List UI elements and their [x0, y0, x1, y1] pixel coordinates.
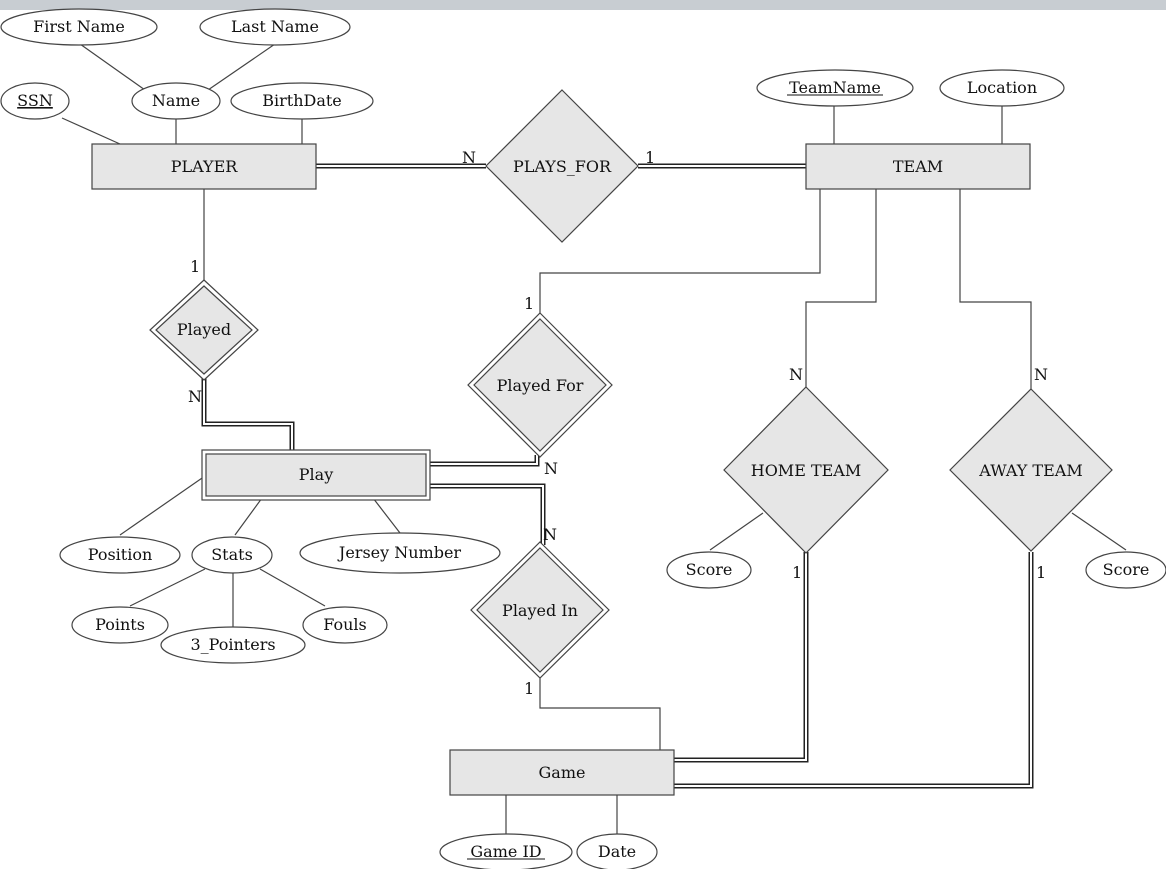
svg-text:Fouls: Fouls [323, 615, 367, 634]
attribute-jersey-number: Jersey Number [299, 532, 501, 574]
attribute-teamname-key: TeamName [756, 69, 914, 107]
cardinality-play-played: N [188, 387, 202, 406]
cardinality-play-played-for: N [544, 459, 558, 478]
svg-text:Played In: Played In [502, 601, 578, 620]
svg-text:Played: Played [177, 320, 231, 339]
cardinality-labels: N 1 1 N 1 N N 1 N 1 N 1 [188, 148, 1048, 698]
relationship-away-team: AWAY TEAM [949, 388, 1113, 552]
attribute-first-name: First Name [0, 8, 158, 46]
identifying-relationship-played-in: Played In [470, 541, 610, 679]
connector-awayteam-score [1071, 512, 1127, 551]
identifying-relationship-played-for: Played For [467, 312, 613, 458]
svg-text:AWAY TEAM: AWAY TEAM [978, 461, 1082, 480]
svg-text:Stats: Stats [211, 545, 253, 564]
connector-team-playedfor [539, 189, 821, 317]
cardinality-game-played-in: 1 [524, 679, 534, 698]
connector-playedin-game [539, 678, 661, 750]
attribute-away-score: Score [1085, 551, 1166, 589]
connector-play-position [119, 475, 206, 536]
attribute-fouls: Fouls [302, 606, 388, 644]
svg-text:BirthDate: BirthDate [262, 91, 342, 110]
window-top-bar [0, 0, 1166, 10]
entity-game: Game [449, 749, 675, 796]
svg-text:SSN: SSN [17, 91, 53, 110]
attribute-stats: Stats [191, 536, 273, 574]
cardinality-game-away: 1 [1036, 563, 1046, 582]
attribute-birthdate: BirthDate [230, 82, 374, 120]
attribute-home-score: Score [666, 551, 752, 589]
connector-play-stats [234, 497, 263, 536]
cardinality-game-home: 1 [792, 563, 802, 582]
svg-text:Last Name: Last Name [231, 17, 319, 36]
attribute-game-id-key: Game ID [439, 833, 573, 869]
attribute-date: Date [576, 833, 658, 869]
connector-hometeam-score [709, 512, 764, 551]
connectors [61, 43, 1127, 835]
svg-text:Game: Game [539, 763, 586, 782]
svg-text:Position: Position [88, 545, 153, 564]
connector-firstname-name [79, 43, 146, 91]
relationship-plays-for: PLAYS_FOR [485, 89, 639, 243]
cardinality-team-away: N [1034, 365, 1048, 384]
svg-text:TEAM: TEAM [893, 157, 943, 176]
svg-text:PLAYER: PLAYER [171, 157, 239, 176]
relationship-home-team: HOME TEAM [723, 386, 889, 554]
weak-entity-play: Play [201, 449, 431, 501]
svg-text:Jersey Number: Jersey Number [337, 543, 462, 562]
svg-text:PLAYS_FOR: PLAYS_FOR [513, 157, 612, 176]
svg-text:Location: Location [967, 78, 1037, 97]
cardinality-team-home: N [789, 365, 803, 384]
svg-text:Points: Points [95, 615, 145, 634]
connector-stats-fouls [259, 568, 326, 607]
svg-text:First Name: First Name [33, 17, 125, 36]
connector-ssn-player [61, 117, 121, 145]
double-connectors [201, 163, 1034, 789]
cardinality-player-plays-for: N [462, 148, 476, 167]
attribute-name: Name [131, 82, 221, 120]
connector-team-hometeam [805, 189, 877, 387]
entity-team: TEAM [805, 143, 1031, 190]
svg-text:Played For: Played For [497, 376, 584, 395]
svg-text:Score: Score [1103, 560, 1150, 579]
connector-play-jersey [372, 497, 401, 534]
connector-lastname-name [207, 43, 276, 91]
svg-text:Date: Date [598, 842, 636, 861]
identifying-relationship-played: Played [149, 279, 259, 381]
svg-text:Game ID: Game ID [470, 842, 541, 861]
connector-stats-points [129, 568, 206, 607]
cardinality-team-played-for: 1 [524, 294, 534, 313]
connector-team-awayteam [959, 189, 1032, 389]
attribute-position: Position [59, 536, 181, 574]
svg-text:3_Pointers: 3_Pointers [190, 635, 275, 654]
svg-text:TeamName: TeamName [789, 78, 881, 97]
svg-text:Play: Play [299, 465, 333, 484]
attribute-points: Points [71, 606, 169, 644]
attribute-ssn-key: SSN [0, 82, 70, 120]
svg-text:HOME TEAM: HOME TEAM [751, 461, 862, 480]
cardinality-play-played-in: N [543, 525, 557, 544]
attribute-location: Location [939, 69, 1065, 107]
cardinality-player-played: 1 [190, 257, 200, 276]
attribute-3-pointers: 3_Pointers [160, 626, 306, 664]
cardinality-team-plays-for: 1 [645, 148, 655, 167]
entity-player: PLAYER [91, 143, 317, 190]
svg-text:Score: Score [686, 560, 733, 579]
svg-text:Name: Name [152, 91, 200, 110]
attribute-last-name: Last Name [199, 8, 351, 46]
